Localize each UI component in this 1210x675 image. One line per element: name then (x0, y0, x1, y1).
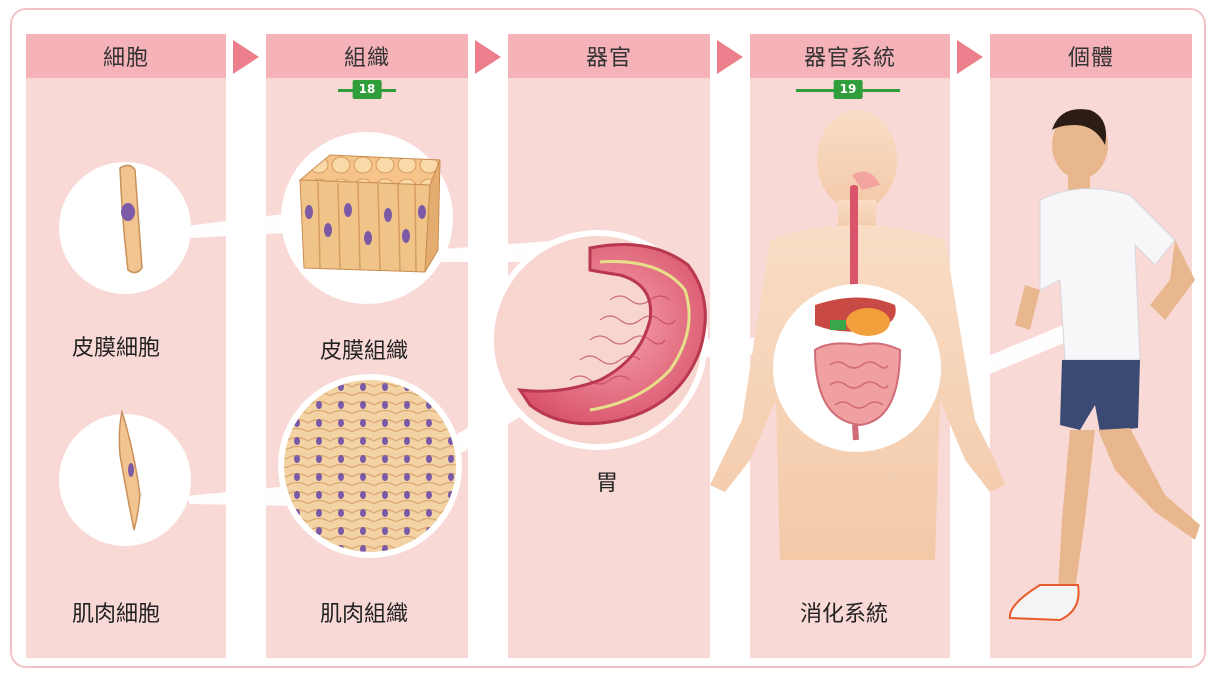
muscle-tissue-image (278, 374, 462, 558)
stomach-image (488, 230, 708, 450)
runner-image (1010, 109, 1200, 620)
epithelial-tissue-image (281, 132, 453, 304)
label-muscle-cell: 肌肉細胞 (72, 596, 160, 628)
muscle-cell-image (59, 412, 191, 546)
label-system: 消化系統 (800, 596, 888, 628)
digestive-system-image (773, 284, 941, 452)
label-muscle-tissue: 肌肉組織 (320, 596, 408, 628)
label-epithelial-cell: 皮膜細胞 (72, 330, 160, 362)
label-organ: 胃 (596, 465, 618, 497)
epithelial-cell-image (59, 162, 191, 294)
label-epithelial-tissue: 皮膜組織 (320, 333, 408, 365)
